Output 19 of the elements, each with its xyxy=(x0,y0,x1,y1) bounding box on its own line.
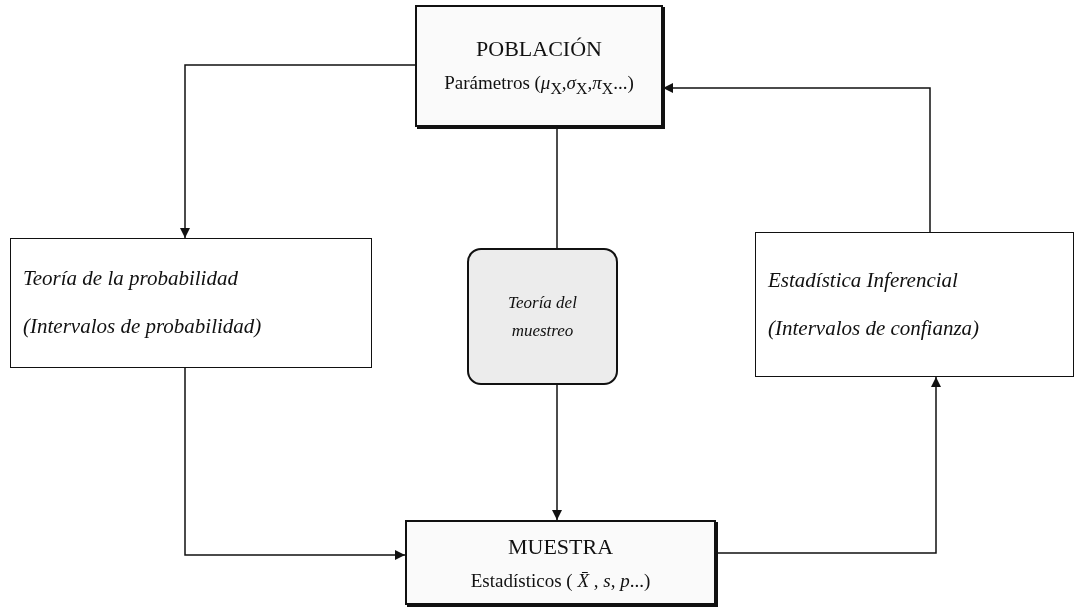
box-title: Estadística Inferencial xyxy=(767,266,958,294)
box-text: (Intervalos de confianza) xyxy=(767,314,980,342)
arrow xyxy=(180,64,416,239)
arrow xyxy=(552,384,562,521)
box-text: Estadísticos ( X̄ , s, p...) xyxy=(470,568,651,593)
sampling-theory-box xyxy=(467,248,618,385)
box-title: Teoría de la probabilidad xyxy=(22,265,238,293)
inferential-statistics-box xyxy=(755,232,1074,377)
box-title: POBLACIÓN xyxy=(476,34,602,63)
arrow xyxy=(715,376,941,554)
arrow xyxy=(662,83,931,233)
box-text: Parámetros (μ$_{X}$,σ$_{X}$,π$_{X}$...) xyxy=(444,71,634,99)
probability-theory-box xyxy=(10,238,372,368)
arrow xyxy=(184,367,406,560)
sample-box xyxy=(405,520,716,605)
box-title: MUESTRA xyxy=(507,532,614,561)
population-box xyxy=(415,5,663,127)
box-title: Teoría del muestreo xyxy=(507,292,578,342)
box-text: (Intervalos de probabilidad) xyxy=(22,313,262,340)
